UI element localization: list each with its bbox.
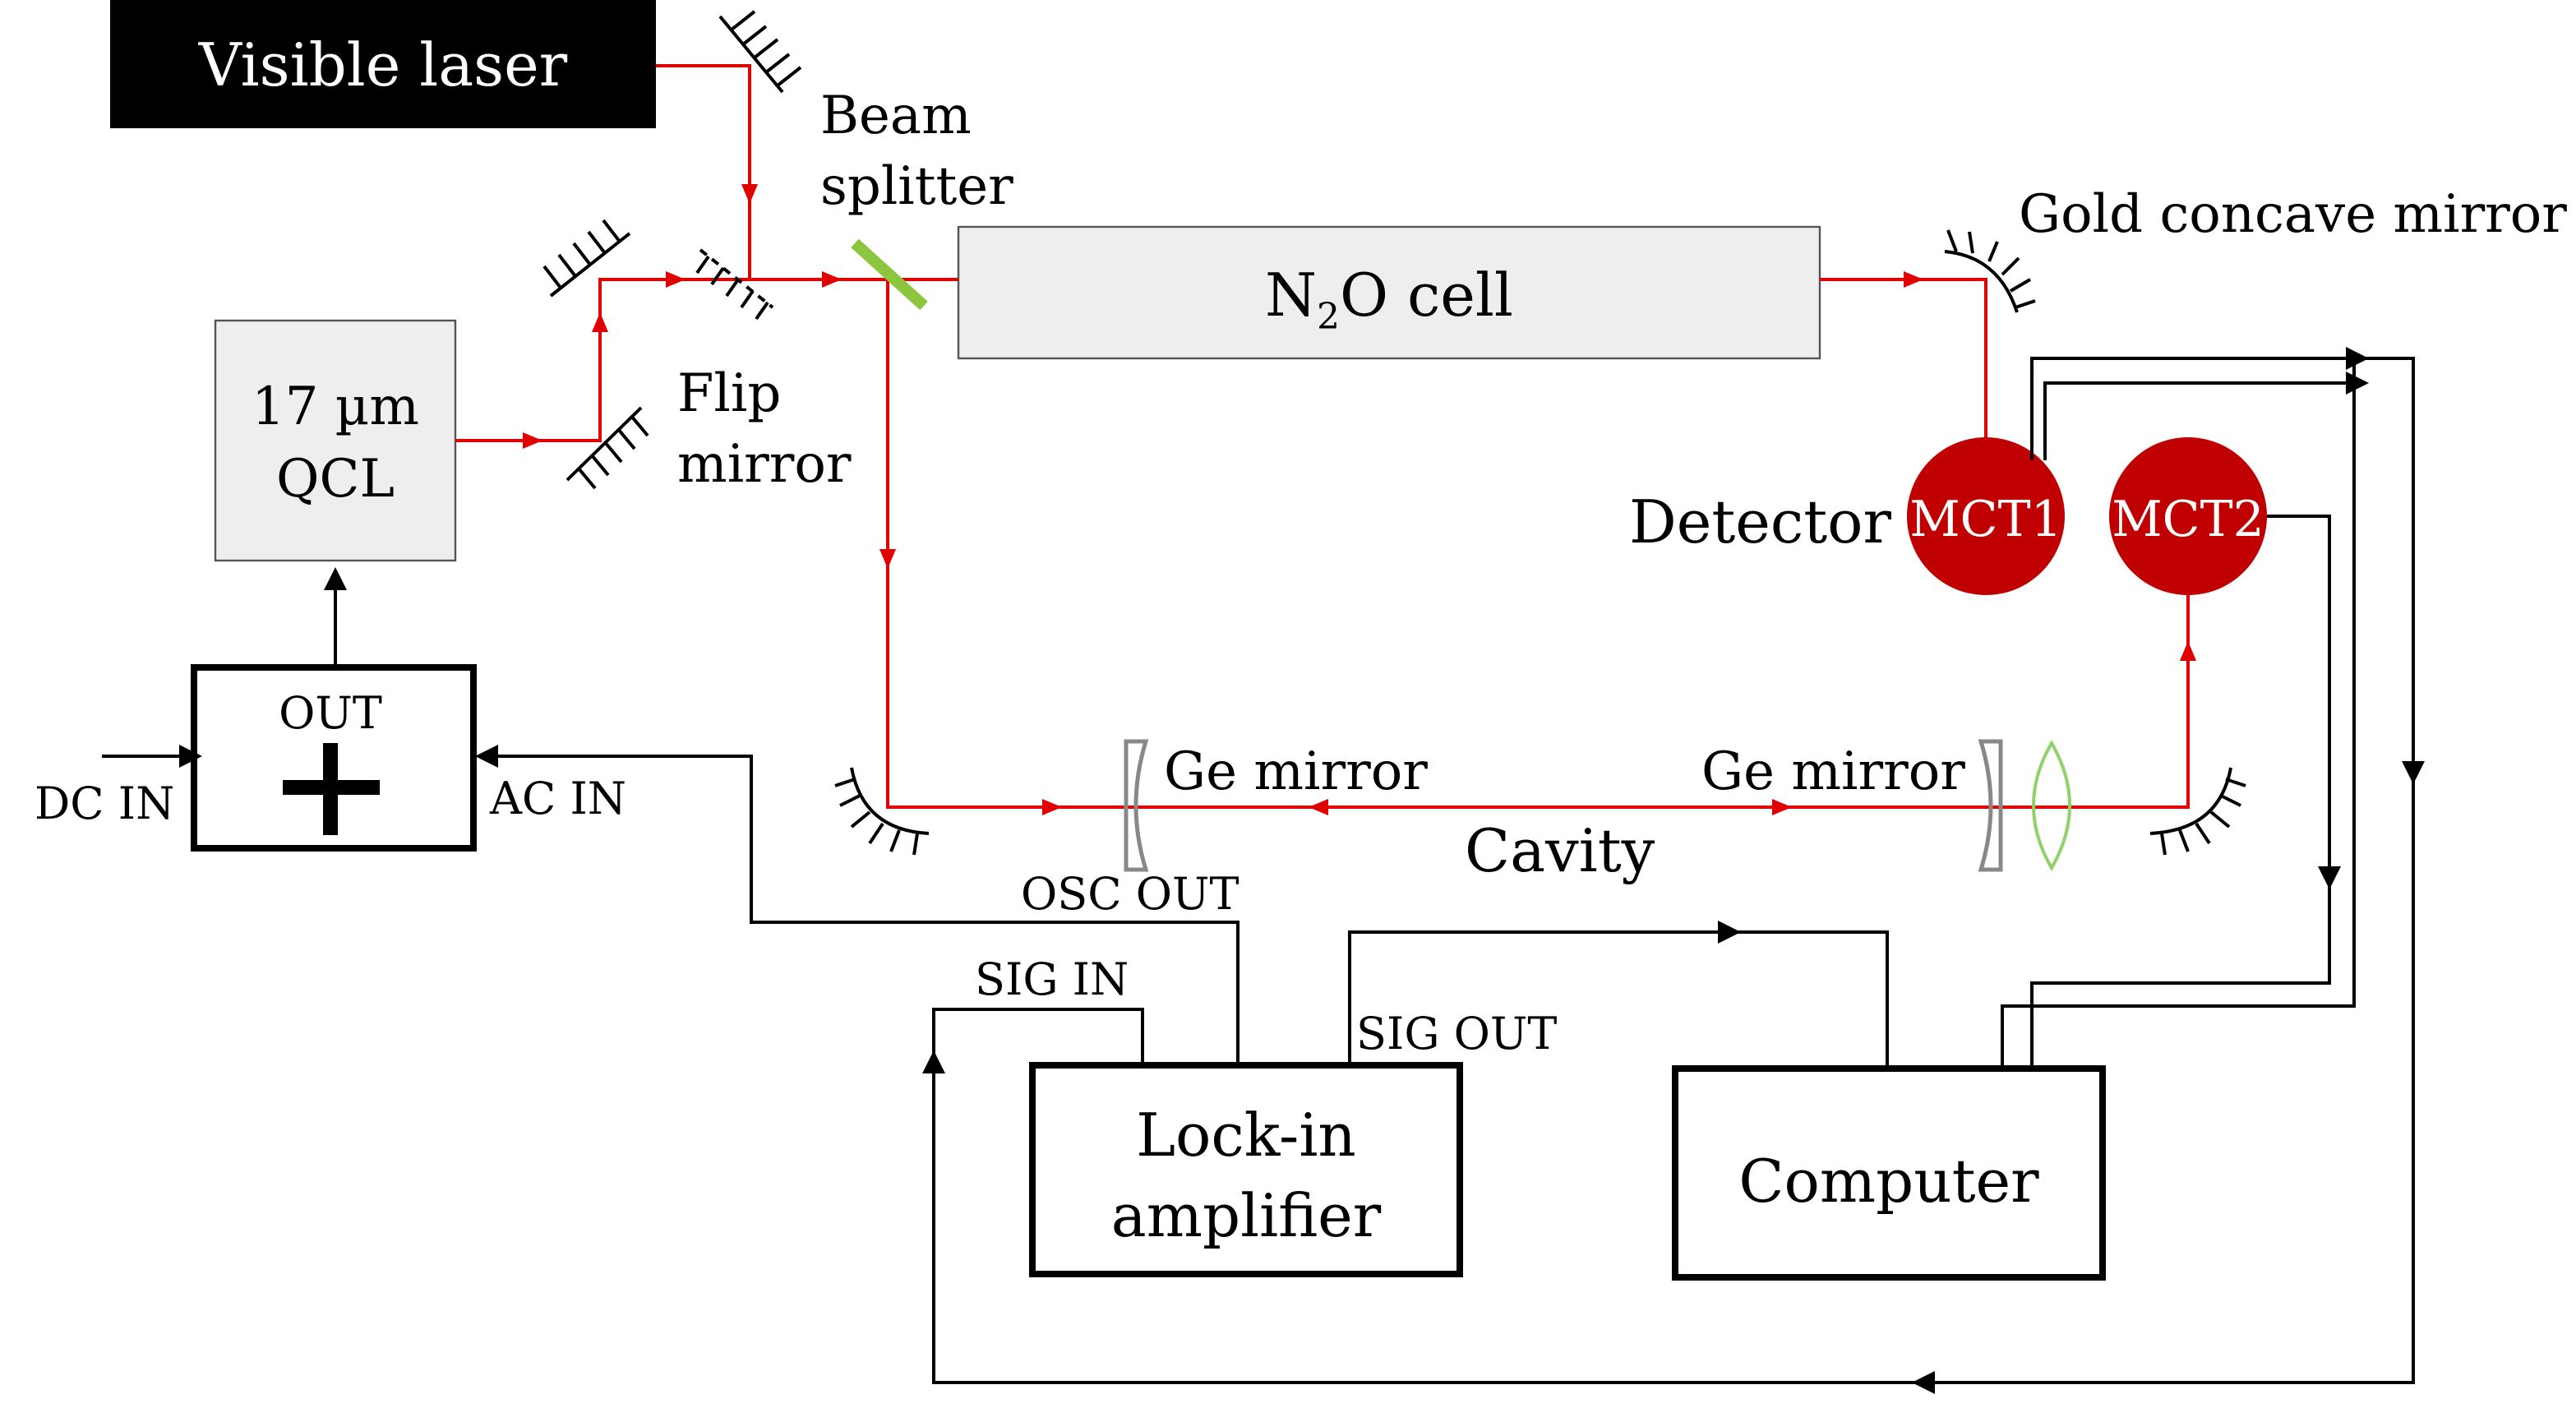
beam-splitter-label-line2: splitter	[820, 156, 1013, 217]
mct-to-sig-in-wire	[932, 357, 2415, 1384]
lockin-label-line1: Lock-in	[1136, 1101, 1356, 1170]
flip-mirror-label-line2: mirror	[677, 434, 852, 495]
flip-mirror-icon	[695, 248, 774, 321]
ac-in-label: AC IN	[489, 773, 626, 824]
mct1-detector: MCT1	[1907, 437, 2065, 595]
visible-laser-box: Visible laser	[110, 0, 656, 128]
qcl-label-line2: QCL	[276, 449, 395, 510]
ge-mirror-left-icon	[1124, 739, 1149, 872]
mirror-icon-upper-left	[542, 219, 631, 298]
computer-label: Computer	[1738, 1147, 2039, 1216]
mirror-icon-top-fold	[718, 10, 802, 94]
ge-mirror-right-icon	[1978, 739, 2003, 872]
ge-mirror-right-label: Ge mirror	[1701, 741, 1965, 802]
sig-in-label: SIG IN	[975, 953, 1129, 1005]
n2o-cell: N2O cell	[957, 225, 1821, 360]
adder-out-label: OUT	[279, 687, 382, 739]
mct2-label: MCT2	[2112, 491, 2264, 548]
cell-to-detector-beam	[1820, 278, 1987, 437]
detector-label: Detector	[1629, 487, 1891, 556]
qcl-label-line1: 17 µm	[252, 376, 419, 437]
annotation-labels: Beam splitter Gold concave mirror Flip m…	[35, 85, 2567, 1059]
computer-to-mct1-wire	[2043, 381, 2354, 460]
beam-splitter-label-line1: Beam	[820, 85, 972, 146]
visible-laser-label: Visible laser	[198, 30, 568, 99]
cavity-beam	[886, 279, 2190, 809]
flip-mirror-label-line1: Flip	[677, 363, 781, 424]
beam-direction-arrows	[523, 184, 2196, 815]
cavity-label: Cavity	[1465, 816, 1655, 885]
mct2-detector: MCT2	[2109, 437, 2267, 595]
gold-mirror-label: Gold concave mirror	[2019, 184, 2567, 245]
signal-wires	[102, 347, 2425, 1394]
sig-out-label: SIG OUT	[1356, 1008, 1557, 1059]
mct1-output-wire	[2030, 357, 2354, 460]
lockin-label-line2: amplifier	[1111, 1181, 1382, 1250]
beam-splitter-icon	[851, 238, 928, 311]
sig-out-to-computer-wire	[1348, 930, 1889, 1069]
mct1-label: MCT1	[1909, 491, 2062, 548]
osc-out-label: OSC OUT	[1021, 868, 1240, 920]
mirror-icon-lower-left	[566, 406, 649, 490]
gold-concave-mirror-icon	[1944, 229, 2036, 313]
computer-box: Computer	[1672, 1065, 2106, 1281]
adder-box: OUT	[191, 664, 477, 852]
osc-out-wire	[475, 745, 1240, 1065]
lockin-amplifier-box: Lock-in amplifier	[1029, 1062, 1463, 1277]
cavity-left-concave-mirror-icon	[834, 767, 930, 856]
cavity-right-concave-mirror-icon	[2149, 767, 2246, 856]
visible-beam	[656, 64, 751, 279]
mct2-output-wire	[2030, 515, 2331, 1069]
lens-icon	[2032, 740, 2071, 871]
qcl-box: 17 µm QCL	[214, 319, 457, 562]
n2o-cell-label: N2O cell	[1265, 261, 1513, 338]
dc-in-label: DC IN	[35, 778, 174, 829]
ge-mirror-left-label: Ge mirror	[1164, 741, 1428, 802]
